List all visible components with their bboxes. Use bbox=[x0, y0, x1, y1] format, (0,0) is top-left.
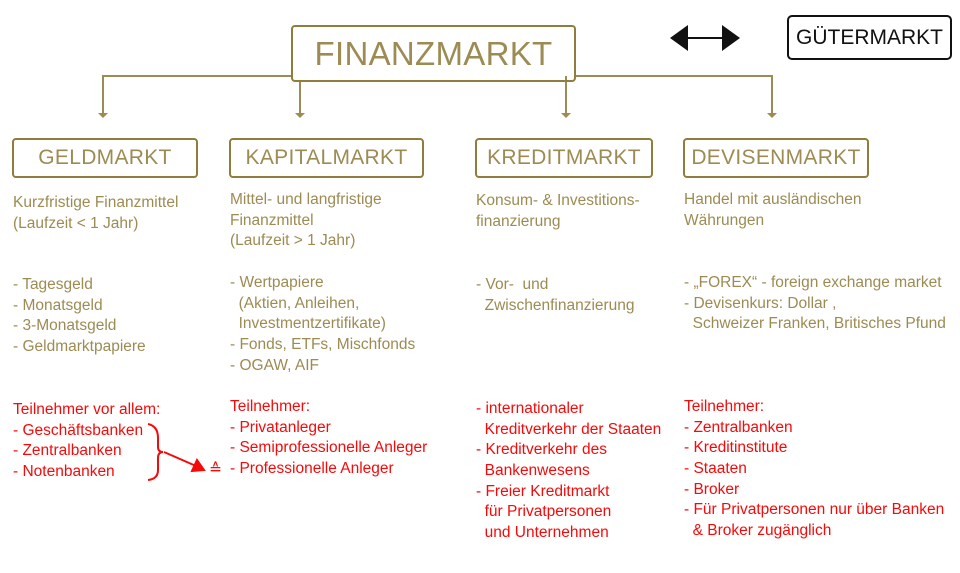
double-arrow-icon bbox=[670, 25, 740, 51]
list-item: und Unternehmen bbox=[476, 524, 609, 542]
text-line: Währungen bbox=[684, 211, 765, 229]
list-item: Schweizer Franken, Britisches Pfund bbox=[684, 315, 946, 333]
list-item: - Kreditinstitute bbox=[684, 439, 788, 457]
list-item: - Notenbanken bbox=[13, 463, 115, 481]
list-item: - Freier Kreditmarkt bbox=[476, 482, 610, 500]
list-item: - internationaler bbox=[476, 400, 584, 417]
kreditmarkt-items: - Vor- und Zwischenfinanzierung bbox=[476, 275, 635, 316]
list-item: - Geschäftsbanken bbox=[13, 421, 144, 439]
kreditmarkt-participants: - internationaler Kreditverkehr der Staa… bbox=[476, 399, 661, 544]
text-line: Kurzfristige Finanzmittel bbox=[13, 194, 179, 211]
list-item: Bankenwesens bbox=[476, 462, 590, 480]
list-item: - Vor- und bbox=[476, 276, 549, 293]
finanzmarkt-box: FINANZMARKT bbox=[291, 25, 576, 82]
list-item: für Privatpersonen bbox=[476, 503, 612, 521]
list-item: (Aktien, Anleihen, bbox=[230, 294, 360, 312]
text-line: Finanzmittel bbox=[230, 211, 314, 229]
list-item: - Devisenkurs: Dollar , bbox=[684, 294, 837, 312]
geldmarkt-box: GELDMARKT bbox=[12, 138, 198, 178]
list-item: - Zentralbanken bbox=[684, 418, 793, 436]
list-item: - Staaten bbox=[684, 460, 747, 478]
equivalence-symbol: ≙ bbox=[209, 461, 222, 478]
list-item: - „FOREX“ - foreign exchange market bbox=[684, 274, 942, 291]
kreditmarkt-box: KREDITMARKT bbox=[475, 138, 653, 178]
list-item: - Fonds, ETFs, Mischfonds bbox=[230, 336, 416, 354]
text-line: Handel mit ausländischen bbox=[684, 191, 862, 208]
list-item: Kreditverkehr der Staaten bbox=[476, 420, 662, 438]
list-item: & Broker zugänglich bbox=[684, 522, 832, 540]
guetermarkt-box: GÜTERMARKT bbox=[787, 15, 952, 60]
text-line: Konsum- & Investitions- bbox=[476, 192, 640, 209]
list-item: - Für Privatpersonen nur über Banken bbox=[684, 501, 945, 519]
devisenmarkt-items: - „FOREX“ - foreign exchange market - Dev… bbox=[684, 273, 946, 335]
list-item: Teilnehmer: bbox=[684, 398, 765, 415]
geldmarkt-items: - Tagesgeld - Monatsgeld - 3-Monatsgeld - G… bbox=[13, 275, 146, 358]
list-item: - Professionelle Anleger bbox=[230, 460, 394, 478]
text-line: finanzierung bbox=[476, 212, 561, 230]
list-item: - Zentralbanken bbox=[13, 442, 122, 460]
list-item: - Tagesgeld bbox=[13, 276, 93, 293]
list-item: - 3-Monatsgeld bbox=[13, 317, 117, 335]
list-item: - Semiprofessionelle Anleger bbox=[230, 439, 428, 457]
text-line: Mittel- und langfristige bbox=[230, 191, 382, 208]
devisenmarkt-box: DEVISENMARKT bbox=[683, 138, 869, 178]
geldmarkt-participants: Teilnehmer vor allem: - Geschäftsbanken - … bbox=[13, 400, 160, 483]
text-line: (Laufzeit > 1 Jahr) bbox=[230, 232, 356, 250]
list-item: Teilnehmer vor allem: bbox=[13, 401, 161, 418]
geldmarkt-description: Kurzfristige Finanzmittel (Laufzeit < 1 J… bbox=[13, 193, 178, 234]
text-line: (Laufzeit < 1 Jahr) bbox=[13, 214, 139, 232]
list-item: - Kreditverkehr des bbox=[476, 441, 607, 459]
list-item: Investmentzertifikate) bbox=[230, 315, 386, 333]
list-item: - Geldmarktpapiere bbox=[13, 338, 146, 356]
list-item: - Monatsgeld bbox=[13, 296, 103, 314]
list-item: - OGAW, AIF bbox=[230, 356, 319, 374]
list-item: Zwischenfinanzierung bbox=[476, 296, 635, 314]
kapitalmarkt-box: KAPITALMARKT bbox=[229, 138, 424, 178]
kapitalmarkt-items: - Wertpapiere (Aktien, Anleihen, Investm… bbox=[230, 273, 415, 376]
devisenmarkt-participants: Teilnehmer: - Zentralbanken - Kreditinstit… bbox=[684, 397, 944, 542]
list-item: - Privatanleger bbox=[230, 418, 331, 436]
kapitalmarkt-participants: Teilnehmer: - Privatanleger - Semiprofessi… bbox=[230, 397, 427, 480]
list-item: Teilnehmer: bbox=[230, 398, 311, 415]
kreditmarkt-description: Konsum- & Investitions-finanzierung bbox=[476, 191, 640, 232]
list-item: - Broker bbox=[684, 480, 740, 498]
brace-arrow-icon bbox=[147, 423, 206, 481]
list-item: - Wertpapiere bbox=[230, 274, 324, 291]
